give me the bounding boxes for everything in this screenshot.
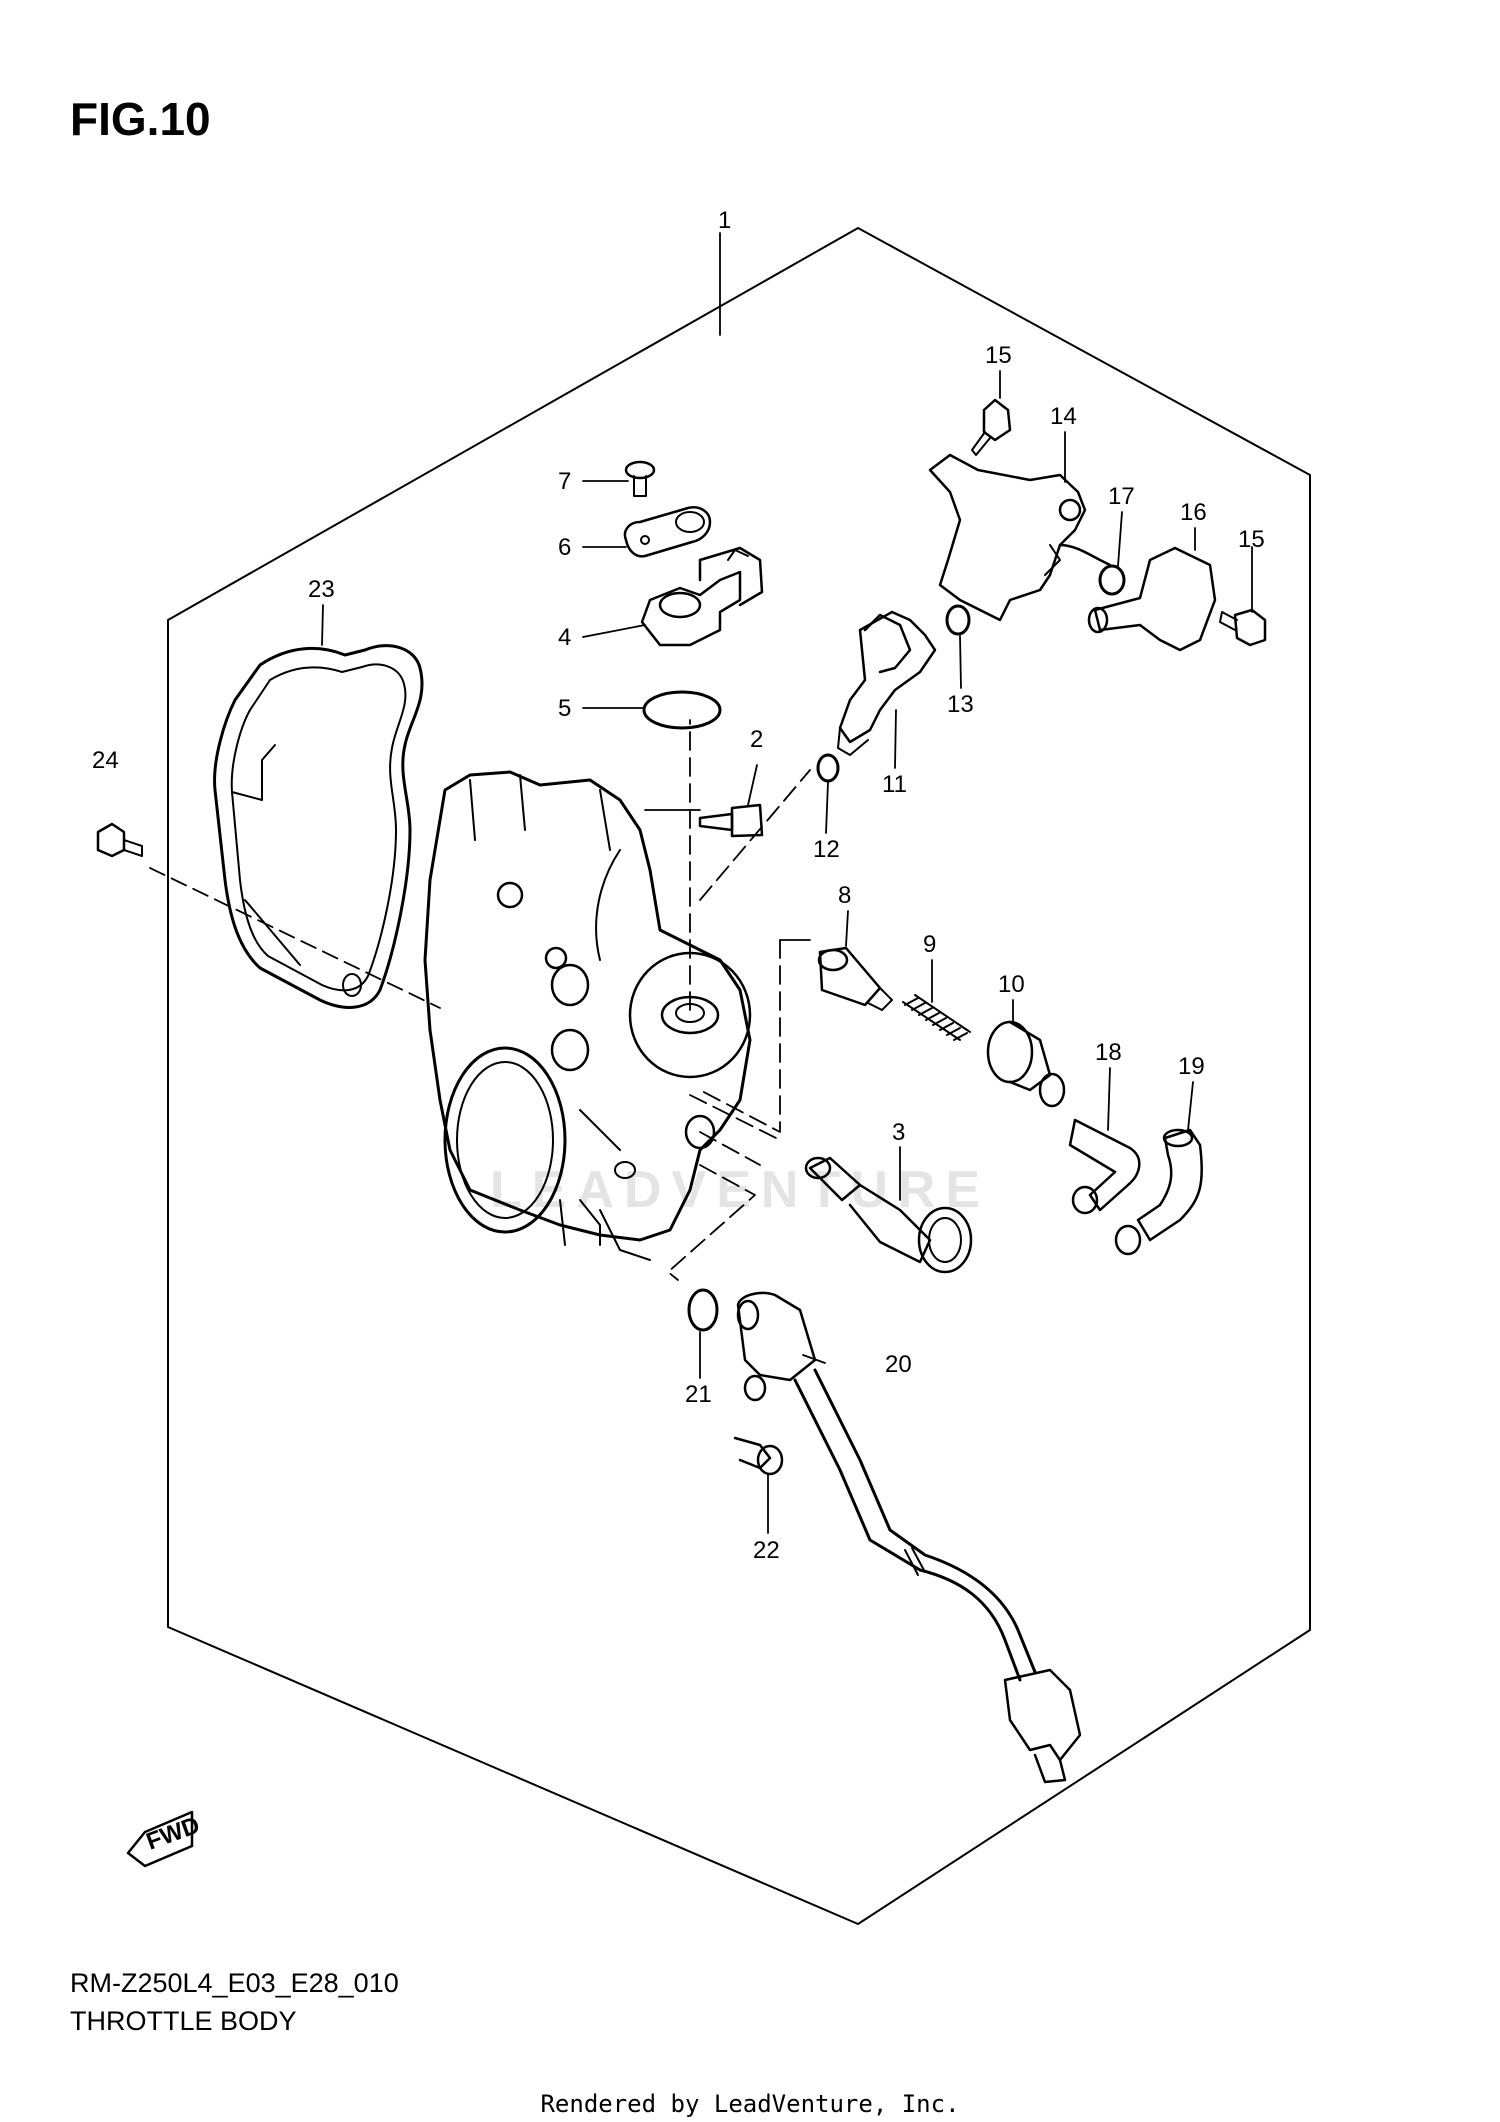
section-title: THROTTLE BODY <box>70 2006 297 2036</box>
bolt-part-15-right <box>1219 608 1267 647</box>
o-ring-part-12 <box>816 753 840 783</box>
bolt-part-24 <box>96 822 441 1009</box>
callout-2: 2 <box>750 726 763 753</box>
callout-10: 10 <box>998 971 1025 998</box>
o-ring-part-5 <box>642 690 722 730</box>
callout-16: 16 <box>1180 499 1207 526</box>
plunger-part-8 <box>817 946 893 1011</box>
hose-part-19 <box>1114 1128 1204 1256</box>
assembly-outline <box>167 227 1311 1925</box>
callout-7: 7 <box>558 468 571 495</box>
callout-8: 8 <box>838 882 851 909</box>
callout-labels: 1 2 3 4 5 6 7 8 9 10 11 12 13 14 15 16 1… <box>92 207 1265 1564</box>
callout-4: 4 <box>558 624 571 651</box>
map-sensor-part-20 <box>736 1291 1082 1784</box>
model-code: RM-Z250L4_E03_E28_010 <box>70 1968 399 1998</box>
callout-15-top: 15 <box>985 342 1012 369</box>
hose-part-18 <box>1068 1118 1141 1215</box>
throttle-body-part-1 <box>423 770 752 1261</box>
callout-24: 24 <box>92 747 119 774</box>
spring-part-9 <box>902 994 971 1041</box>
callout-9: 9 <box>923 931 936 958</box>
injector-part-11 <box>837 610 937 756</box>
callout-leaders <box>321 370 1253 1534</box>
callout-23: 23 <box>308 576 335 603</box>
callout-21: 21 <box>685 1381 712 1408</box>
bolt-part-15-top <box>971 398 1012 456</box>
callout-11: 11 <box>882 771 907 798</box>
sensor-part-4 <box>640 546 764 647</box>
o-ring-part-13 <box>945 604 971 636</box>
callout-19: 19 <box>1178 1053 1205 1080</box>
adjuster-part-10 <box>986 1020 1066 1108</box>
o-ring-part-17 <box>1098 564 1126 596</box>
figure-title: FIG.10 <box>70 93 211 145</box>
callout-5: 5 <box>558 695 571 722</box>
callout-6: 6 <box>558 534 571 561</box>
fwd-arrow-icon: FWD <box>126 1810 203 1868</box>
screw-part-7 <box>624 460 656 497</box>
callout-17: 17 <box>1108 483 1135 510</box>
joint-part-16 <box>1087 546 1217 652</box>
callout-18: 18 <box>1095 1039 1122 1066</box>
screw-part-22 <box>733 1436 784 1476</box>
plate-part-6 <box>623 506 712 558</box>
o-ring-part-21 <box>687 1288 719 1332</box>
callout-14: 14 <box>1050 403 1077 430</box>
callout-15-right: 15 <box>1238 526 1265 553</box>
callout-20: 20 <box>885 1351 912 1378</box>
callout-12: 12 <box>813 836 840 863</box>
fuel-delivery-pipe-part-14 <box>928 453 1112 622</box>
leader-lines <box>644 232 811 1281</box>
callout-13: 13 <box>947 691 974 718</box>
screw-part-2 <box>698 803 764 838</box>
callout-3: 3 <box>892 1119 905 1146</box>
idle-screw-part-3 <box>804 1156 973 1274</box>
rendered-by-footer: Rendered by LeadVenture, Inc. <box>540 2090 960 2118</box>
callout-22: 22 <box>753 1537 780 1564</box>
callout-1: 1 <box>718 207 731 234</box>
cover-part-23 <box>213 644 424 1009</box>
